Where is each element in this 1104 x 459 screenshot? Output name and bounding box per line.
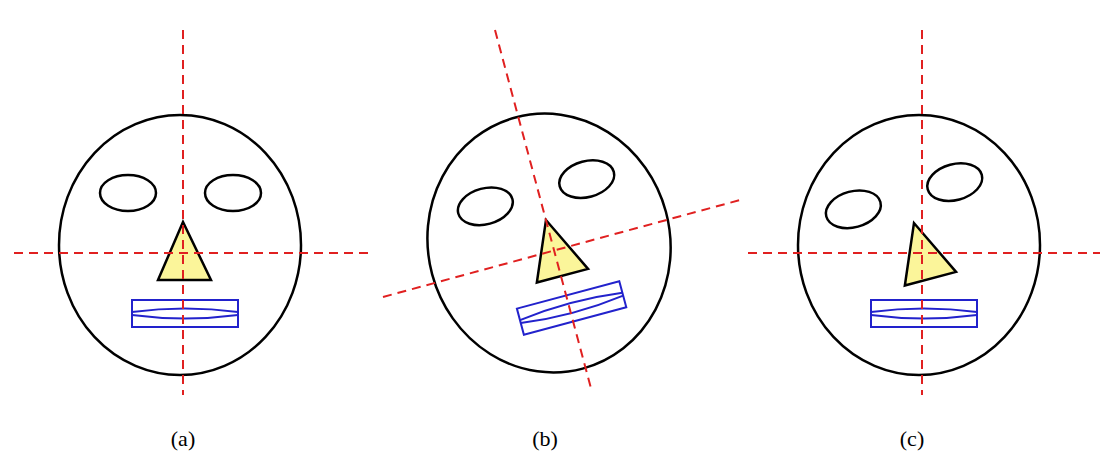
face-b bbox=[383, 30, 740, 400]
face-a bbox=[14, 30, 372, 395]
subfigure-label: (b) bbox=[532, 426, 558, 452]
subfigure-label: (a) bbox=[171, 426, 195, 452]
subfigure-label: (c) bbox=[900, 426, 924, 452]
face-c bbox=[748, 30, 1100, 395]
